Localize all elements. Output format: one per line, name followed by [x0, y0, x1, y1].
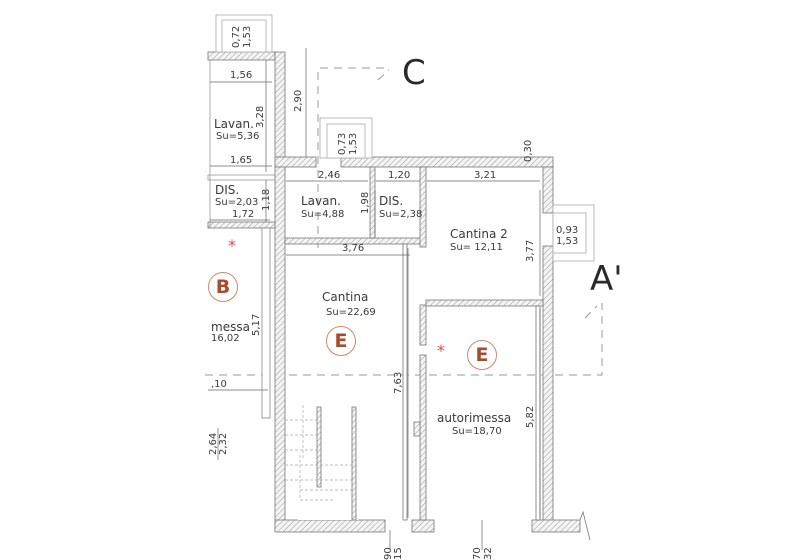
dim-wall-0-30: 0,30 — [523, 139, 534, 162]
dim-dis-center-width: 1,20 — [388, 170, 411, 181]
badge-e-autorimessa: E — [467, 340, 497, 370]
dim-bottom-b1: 70 — [472, 547, 483, 560]
room-lavan-left-su: Su=5,36 — [216, 131, 260, 142]
dim-lavan-center-width: 2,46 — [318, 170, 341, 181]
room-dis-center-name: DIS. — [379, 194, 404, 208]
marker-star-autorimessa: * — [437, 341, 445, 360]
window-top-center — [319, 117, 373, 159]
room-cantina-2-name: Cantina 2 — [450, 227, 508, 241]
window-top-left — [215, 14, 273, 53]
section-marker-c: C — [402, 53, 426, 93]
dim-autorimessa-left-height: 5,17 — [251, 313, 262, 336]
section-line-c — [317, 67, 390, 248]
window-top-center-width: 0,73 — [337, 132, 348, 155]
room-autorimessa-left-su: 16,02 — [211, 333, 240, 344]
dim-bottom-a2: 15 — [393, 547, 404, 560]
dim-bottom-b2: 32 — [483, 547, 494, 560]
window-right — [552, 204, 595, 262]
room-autorimessa-name: autorimessa — [437, 411, 512, 425]
dim-cantina-width: 3,76 — [342, 243, 365, 254]
section-line-a-prime — [205, 303, 603, 376]
main-walls — [274, 156, 581, 533]
terrain-edge — [579, 510, 591, 541]
window-top-left-height: 1,53 — [242, 25, 253, 48]
badge-e-cantina: E — [326, 326, 356, 356]
window-top-left-width: 0,72 — [231, 25, 242, 48]
room-dis-center-su: Su=2,38 — [379, 209, 423, 220]
dim-cantina-height: 7,63 — [393, 371, 404, 394]
dim-autorimessa-height: 5,82 — [525, 405, 536, 428]
stairs — [285, 405, 352, 501]
room-cantina-2-su: Su= 12,11 — [450, 242, 503, 253]
dim-lavan-left-bottom: 1,65 — [230, 155, 253, 166]
window-right-height: 1,53 — [556, 236, 579, 247]
room-autorimessa-left-name: messa — [211, 320, 250, 334]
room-cantina-su: Su=22,69 — [326, 307, 376, 318]
window-top-center-height: 1,53 — [348, 132, 359, 155]
marker-star-left: * — [228, 236, 236, 255]
dim-dis-left-bottom: 1,72 — [232, 209, 255, 220]
dim-lavan-left-top: 1,56 — [230, 70, 253, 81]
room-cantina-name: Cantina — [322, 290, 369, 304]
dim-autorimessa-left-width: ,10 — [211, 379, 227, 390]
room-lavan-center-name: Lavan. — [301, 194, 341, 208]
section-marker-a-prime: A' — [590, 259, 623, 299]
dim-cantina-2-width: 3,21 — [474, 170, 497, 181]
dim-height-2-90: 2,90 — [293, 89, 304, 112]
dim-cantina-2-height: 3,77 — [525, 239, 536, 262]
badge-b: B — [208, 272, 238, 302]
dim-lavan-center-height: 1,98 — [360, 191, 371, 214]
dim-opening-2-32: 2,32 — [218, 432, 229, 455]
room-lavan-center-su: Su=4,88 — [301, 209, 345, 220]
dimension-lines — [208, 48, 541, 550]
room-lavan-left-name: Lavan. — [214, 117, 254, 131]
left-block-walls — [207, 51, 286, 419]
dim-lavan-left-height: 3,28 — [255, 105, 266, 128]
room-dis-left-name: DIS. — [215, 183, 240, 197]
window-right-width: 0,93 — [556, 225, 579, 236]
room-autorimessa-su: Su=18,70 — [452, 426, 502, 437]
room-dis-left-su: Su=2,03 — [215, 197, 259, 208]
dim-dis-left-height: 1,18 — [261, 188, 272, 211]
